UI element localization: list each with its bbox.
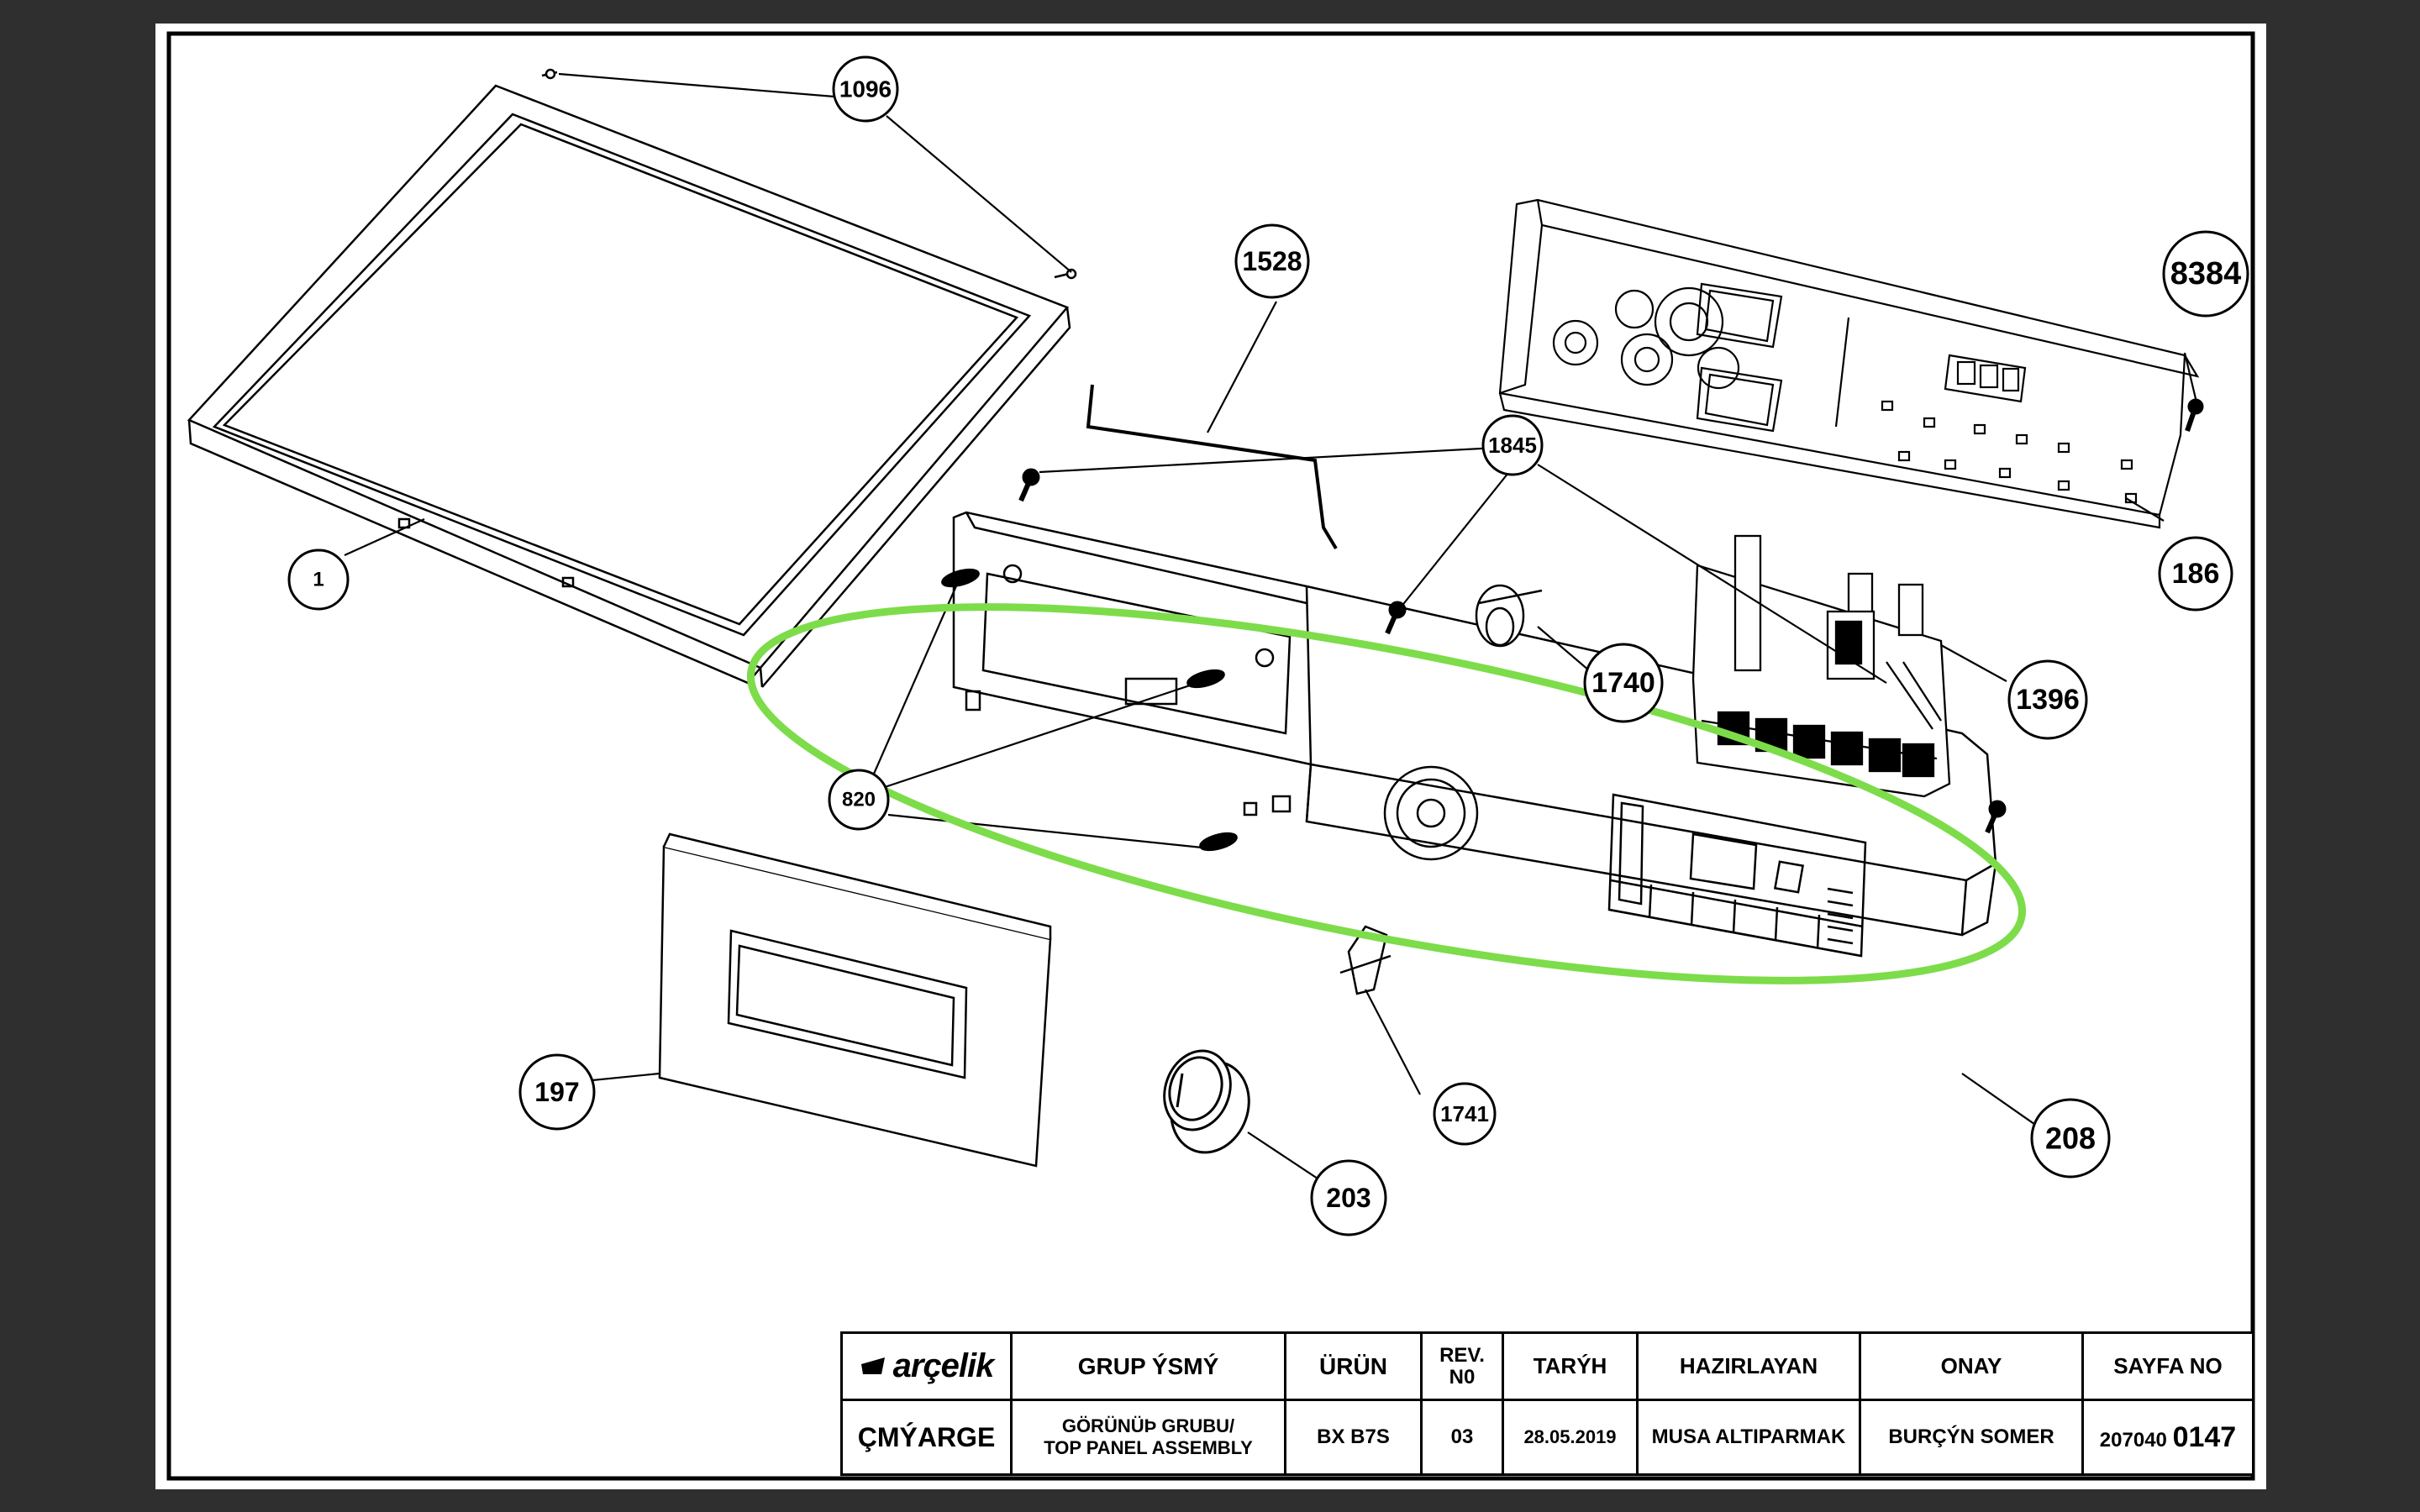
approved-by-cell: BURÇÝN SOMER	[1859, 1399, 2084, 1476]
page-header: SAYFA NO	[2081, 1331, 2254, 1401]
callout-1528: 1528	[1234, 223, 1310, 299]
callout-1096-label: 1096	[839, 76, 892, 102]
product-header: ÜRÜN	[1284, 1331, 1423, 1401]
top-lid-part	[187, 84, 1071, 688]
callout-1396-label: 1396	[2016, 684, 2080, 716]
callout-1: 1	[287, 549, 350, 611]
control-board-part	[1498, 198, 2200, 529]
callout-208: 208	[2030, 1098, 2111, 1179]
product-cell: BX B7S	[1284, 1399, 1423, 1476]
callout-820-label: 820	[842, 789, 876, 811]
callout-208-label: 208	[2045, 1121, 2096, 1156]
screw-1845-c	[1985, 800, 2007, 834]
callout-197-label: 197	[534, 1077, 579, 1107]
callout-820: 820	[828, 769, 890, 831]
leader-lines	[344, 72, 2199, 1179]
latch-1741-part	[1339, 925, 1392, 995]
callout-1-label: 1	[313, 569, 324, 591]
callout-1845-label: 1845	[1488, 433, 1537, 458]
group-name-header: GRUP ÝSMÝ	[1010, 1331, 1286, 1401]
callout-203-label: 203	[1326, 1183, 1370, 1213]
date-cell: 28.05.2019	[1502, 1399, 1639, 1476]
callout-1396: 1396	[2007, 659, 2088, 740]
control-panel-part	[952, 511, 1997, 958]
group-name-line2: TOP PANEL ASSEMBLY	[1044, 1437, 1253, 1458]
rev-header: REV. N0	[1420, 1331, 1504, 1401]
screw-1096-b	[1054, 268, 1077, 280]
page-number-prefix: 207040	[2099, 1428, 2167, 1452]
callout-1096: 1096	[832, 55, 899, 123]
drawer-front-197-part	[658, 832, 1052, 1168]
callout-1740: 1740	[1583, 643, 1664, 723]
rev-cell: 03	[1420, 1399, 1504, 1476]
model-cell: ÇMÝARGE	[840, 1399, 1013, 1476]
arcelik-swoosh-icon	[860, 1357, 885, 1374]
callout-186-label: 186	[2172, 558, 2220, 590]
callout-1845: 1845	[1481, 414, 1544, 476]
sheet-frame	[166, 31, 2255, 1481]
callout-1528-label: 1528	[1242, 246, 1302, 276]
callout-186: 186	[2158, 536, 2233, 612]
drawing-sheet: 1096 1528 8384 1845 1 186 1740 1396	[155, 24, 2266, 1489]
callout-8384: 8384	[2162, 230, 2249, 318]
screw-8384	[2185, 398, 2204, 432]
clip-820-a	[941, 568, 980, 588]
page-number-cell: 207040 0147	[2081, 1399, 2254, 1476]
callout-197: 197	[518, 1053, 596, 1131]
prepared-by-cell: MUSA ALTIPARMAK	[1636, 1399, 1861, 1476]
title-block: arçelik GRUP ÝSMÝ ÜRÜN REV. N0 TARÝH HAZ…	[840, 1331, 2254, 1476]
page-number-suffix: 0147	[2172, 1420, 2237, 1453]
group-name-line1: GÖRÜNÜÞ GRUBU/	[1061, 1415, 1235, 1436]
approval-header: ONAY	[1859, 1331, 2084, 1401]
prepared-header: HAZIRLAYAN	[1636, 1331, 1861, 1401]
clip-820-c	[1199, 832, 1238, 852]
date-header: TARÝH	[1502, 1331, 1639, 1401]
logo-cell: arçelik	[840, 1331, 1013, 1401]
callout-8384-label: 8384	[2170, 256, 2242, 291]
button-block-1396-part	[1691, 534, 1951, 798]
exploded-view-drawing: 1096 1528 8384 1845 1 186 1740 1396	[166, 31, 2255, 1481]
screw-1845-a	[1018, 468, 1040, 502]
highlight-ellipse	[746, 603, 2027, 984]
callout-1741-label: 1741	[1440, 1101, 1489, 1126]
callout-203: 203	[1310, 1159, 1387, 1236]
shaft-1740-part	[1475, 584, 1543, 648]
group-name-cell: GÖRÜNÜÞ GRUBU/ TOP PANEL ASSEMBLY	[1010, 1399, 1286, 1476]
wire-bracket-part	[1086, 384, 1338, 550]
callout-1741: 1741	[1433, 1082, 1497, 1146]
screw-1096-a	[541, 68, 558, 80]
knob-203-part	[1163, 1049, 1250, 1154]
logo-text: arçelik	[892, 1347, 995, 1384]
callout-1740-label: 1740	[1591, 667, 1655, 699]
